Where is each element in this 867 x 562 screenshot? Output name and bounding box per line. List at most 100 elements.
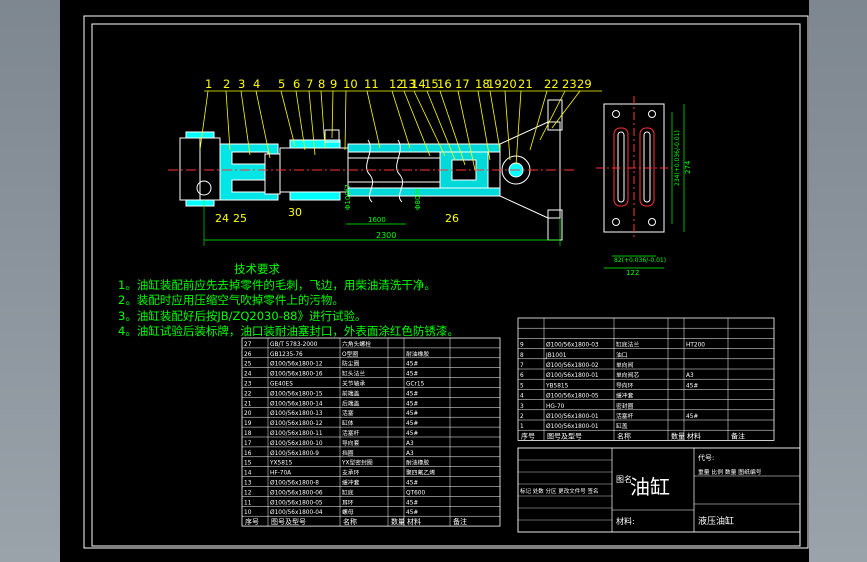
left-table-cell: Ø100/56x1800-05	[270, 499, 323, 506]
left-table-cell: 45#	[406, 500, 418, 506]
balloon-23: 23	[562, 77, 577, 91]
left-table-cell: 后端盖	[342, 399, 360, 407]
inner-frame	[91, 23, 801, 547]
left-table-cell: 缸头法兰	[342, 370, 365, 378]
left-table-cell: YX5815	[269, 461, 293, 467]
dim-side-v: 234(+0.036/-0.01)	[674, 130, 681, 186]
tech-line-1: 1。油缸装配前应先去掉零件的毛刺，飞边，用柴油清洗干净。	[118, 277, 436, 292]
left-table-cell: 11	[244, 500, 252, 506]
left-table-cell: YX型密封圈	[341, 459, 373, 467]
left-table-cell: A3	[406, 441, 414, 447]
left-table-cell: HF-70A	[270, 471, 291, 477]
right-table-cell: Ø100/56x1800-02	[546, 362, 599, 369]
left-table-cell: 45#	[406, 372, 418, 378]
left-table-cell: 导向套	[342, 439, 360, 447]
right-table-cell: 导向环	[616, 381, 634, 389]
right-table-header: 图号及型号	[547, 431, 582, 440]
left-table-cell: Ø100/56x1800-14	[270, 400, 323, 407]
left-table-cell: Ø100/56x1800-8	[270, 480, 319, 487]
right-table-cell: Ø100/56x1800-01	[546, 423, 599, 430]
left-table-cell: 18	[244, 431, 252, 437]
label-30: 30	[288, 206, 302, 219]
right-table-cell: JB1001	[545, 353, 567, 359]
left-table-cell: 16	[244, 451, 252, 457]
left-table-cell: 耳环	[342, 499, 354, 506]
balloon-12: 12	[389, 77, 404, 91]
balloon-19: 19	[487, 77, 502, 91]
left-table-cell: Ø100/56x1800-9	[270, 450, 319, 457]
title-material-label: 材料:	[616, 516, 635, 526]
right-table-cell: HT200	[686, 343, 705, 349]
balloon-1: 1	[205, 77, 212, 91]
dim-phi-a: Φ100f7	[344, 184, 352, 210]
left-table-cell: 45#	[406, 411, 418, 417]
balloon-5: 5	[278, 77, 285, 91]
left-table-cell: 22	[244, 391, 252, 397]
left-table-cell: 防尘圈	[342, 360, 360, 368]
balloon-20: 20	[502, 77, 517, 91]
right-table-cell: 45#	[686, 383, 698, 389]
balloon-9: 9	[330, 77, 337, 91]
right-table-cell: A3	[686, 373, 694, 379]
left-table-cell: 24	[244, 372, 252, 378]
balloon-4: 4	[253, 77, 260, 91]
left-table-cell: 12	[244, 490, 252, 496]
left-table-cell: 螺母	[342, 508, 354, 516]
right-table-cell: 7	[520, 363, 524, 369]
left-table-cell: 27	[244, 342, 252, 348]
right-table-cell: HG-70	[546, 404, 565, 410]
left-table-cell: 45#	[406, 431, 418, 437]
left-table-cell: Ø100/56x1800-16	[270, 371, 323, 378]
dim-total: 2300	[376, 231, 396, 240]
left-table-cell: O型圈	[342, 350, 358, 358]
balloon-16: 16	[437, 77, 452, 91]
balloon-17: 17	[455, 77, 470, 91]
right-table-cell: 单向阀	[616, 361, 634, 369]
left-table-cell: Ø100/56x1800-12	[270, 361, 323, 368]
left-table-cell: 六角头螺栓	[342, 340, 371, 348]
right-table-cell: 活塞杆	[616, 412, 634, 420]
left-table-cell: Ø100/56x1800-12	[270, 420, 323, 427]
outer-frame	[83, 15, 809, 549]
left-table-cell: 45#	[406, 481, 418, 487]
left-table-cell: Ø100/56x1800-11	[270, 430, 323, 437]
left-table-cell: 10	[244, 510, 252, 516]
technical-requirements: 技术要求 1。油缸装配前应先去掉零件的毛刺，飞边，用柴油清洗干净。 2。装配时应…	[118, 262, 538, 340]
balloon-10: 10	[343, 77, 358, 91]
left-table-cell: 挡圈	[342, 449, 354, 457]
right-table-header: 名称	[617, 431, 631, 440]
right-table-cell: Ø100/56x1800-03	[546, 342, 599, 349]
right-table-cell: 3	[520, 404, 524, 410]
left-table-cell: Ø100/56x1800-13	[270, 410, 323, 417]
balloon-3: 3	[238, 77, 245, 91]
left-table-cell: 13	[244, 481, 252, 487]
left-table-cell: 19	[244, 421, 252, 427]
right-table-header: 序号	[521, 431, 535, 440]
balloon-8: 8	[318, 77, 325, 91]
left-table-cell: 45#	[406, 510, 418, 516]
right-table-cell: 单向阀芯	[616, 371, 639, 379]
right-table-cell: 9	[520, 343, 524, 349]
left-table-cell: QT600	[406, 490, 425, 496]
left-table-cell: 45#	[406, 401, 418, 407]
right-table-cell: 6	[520, 373, 524, 379]
left-table-cell: 缓冲套	[342, 479, 360, 487]
left-table-cell: 26	[244, 352, 252, 358]
left-table-cell: A3	[406, 451, 414, 457]
right-table-cell: 油口	[616, 351, 628, 359]
tech-line-4: 4。油缸试验后装标牌，油口装耐油塞封口，外表面涂红色防锈漆。	[118, 324, 459, 338]
title-code-label: 代号:	[698, 453, 714, 462]
right-table-header: 备注	[731, 431, 745, 440]
balloon-18: 18	[475, 77, 490, 91]
dim-side-w: 122	[626, 269, 639, 277]
label-25: 25	[233, 212, 247, 225]
right-table-cell: 缸盖	[616, 422, 628, 430]
left-table-cell: Ø100/56x1800-15	[270, 390, 323, 397]
label-26: 26	[445, 212, 459, 225]
left-table-cell: 缸底	[342, 488, 354, 496]
right-table-header: 数量	[671, 431, 685, 440]
drawing-sheet	[60, 0, 809, 562]
left-table-cell: 支承环	[342, 469, 360, 477]
